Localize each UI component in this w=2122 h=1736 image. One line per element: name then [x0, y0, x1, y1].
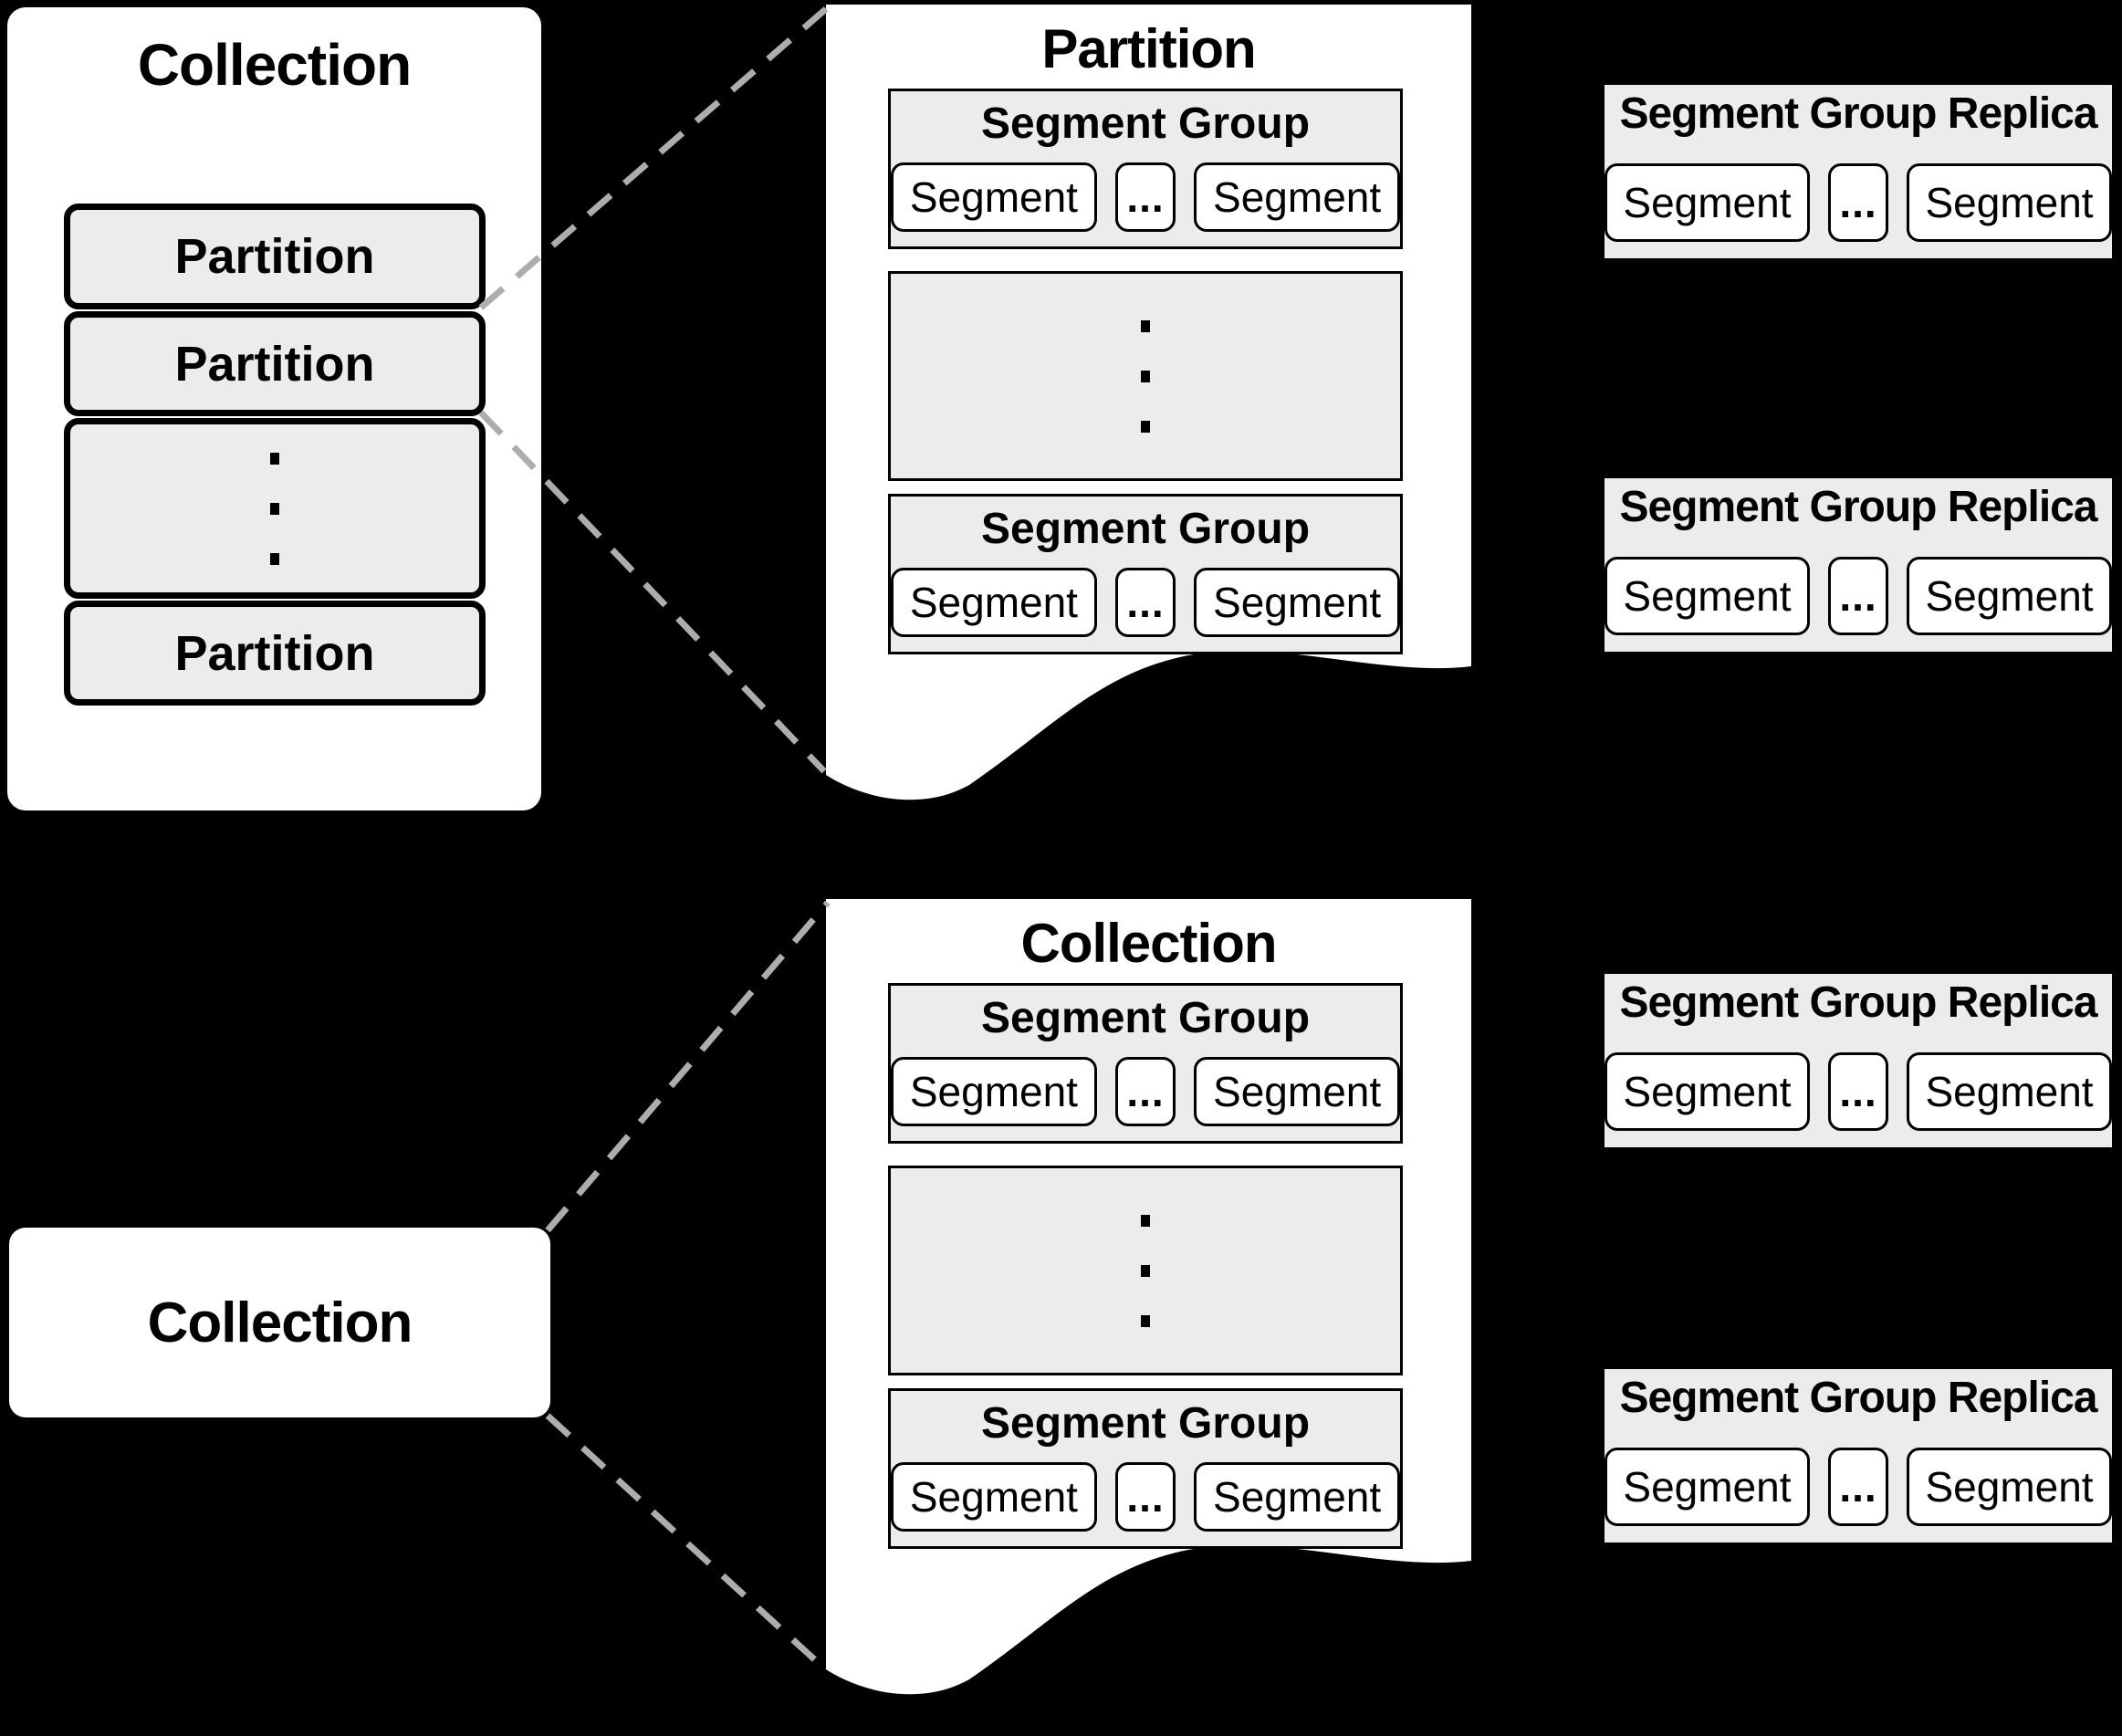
- segment-row: Segment ... Segment: [1605, 163, 2112, 242]
- segment-chip: Segment: [1194, 1057, 1400, 1126]
- segment-group-title: Segment Group: [980, 505, 1311, 553]
- segment-chip: Segment: [1907, 163, 2112, 242]
- ellipsis-chip: ...: [1114, 1057, 1176, 1126]
- segment-chip: Segment: [891, 1462, 1097, 1532]
- partition-label: Partition: [174, 336, 375, 392]
- partition-row: Partition: [64, 311, 486, 416]
- segment-chip: Segment: [1907, 1052, 2112, 1131]
- vertical-ellipsis-icon: [270, 452, 279, 565]
- ellipsis-chip: ...: [1114, 1462, 1176, 1532]
- partition-label: Partition: [174, 229, 375, 284]
- collection-overview-title: Collection: [137, 32, 412, 98]
- collection-zoom-source-box: Collection: [9, 1228, 550, 1417]
- segment-group-replica-box: Segment Group Replica Segment ... Segmen…: [1602, 971, 2115, 1150]
- partition-row: Partition: [64, 204, 486, 309]
- replica-title: Segment Group Replica: [1619, 483, 2097, 531]
- collection-overview-box: Collection Partition Partition Partition: [7, 7, 541, 810]
- segment-group-ellipsis-panel: [888, 1166, 1403, 1375]
- segment-row: Segment ... Segment: [891, 568, 1400, 637]
- segment-chip: Segment: [1605, 1052, 1810, 1131]
- segment-chip: Segment: [891, 1057, 1097, 1126]
- ellipsis-chip: ...: [1827, 1052, 1889, 1131]
- segment-group-box: Segment Group Segment ... Segment: [888, 494, 1403, 654]
- collection-doc: Collection Segment Group Segment ... Seg…: [826, 899, 1471, 1711]
- ellipsis-chip: ...: [1114, 162, 1176, 232]
- replica-title: Segment Group Replica: [1619, 978, 2097, 1027]
- segment-group-replica-box: Segment Group Replica Segment ... Segmen…: [1602, 1366, 2115, 1545]
- segment-chip: Segment: [891, 162, 1097, 232]
- segment-chip: Segment: [1907, 1448, 2112, 1526]
- segment-group-box: Segment Group Segment ... Segment: [888, 89, 1403, 249]
- segment-group-title: Segment Group: [980, 1399, 1311, 1448]
- collection-zoom-source-title: Collection: [147, 1291, 413, 1354]
- partition-row: Partition: [64, 601, 486, 706]
- segment-row: Segment ... Segment: [1605, 1448, 2112, 1526]
- segment-group-title: Segment Group: [980, 99, 1311, 148]
- partition-ellipsis-row: [64, 418, 486, 599]
- segment-group-ellipsis-panel: [888, 271, 1403, 481]
- segment-group-box: Segment Group Segment ... Segment: [888, 1388, 1403, 1549]
- ellipsis-chip: ...: [1827, 1448, 1889, 1526]
- segment-row: Segment ... Segment: [891, 1057, 1400, 1126]
- replica-title: Segment Group Replica: [1619, 89, 2097, 138]
- ellipsis-chip: ...: [1114, 568, 1176, 637]
- segment-group-replica-box: Segment Group Replica Segment ... Segmen…: [1602, 476, 2115, 654]
- segment-row: Segment ... Segment: [891, 1462, 1400, 1532]
- vertical-ellipsis-icon: [1141, 319, 1150, 433]
- ellipsis-chip: ...: [1827, 557, 1889, 635]
- segment-chip: Segment: [891, 568, 1097, 637]
- partition-doc: Partition Segment Group Segment ... Segm…: [826, 5, 1471, 817]
- segment-group-box: Segment Group Segment ... Segment: [888, 983, 1403, 1144]
- segment-chip: Segment: [1605, 557, 1810, 635]
- segment-row: Segment ... Segment: [1605, 557, 2112, 635]
- segment-chip: Segment: [1194, 162, 1400, 232]
- segment-chip: Segment: [1194, 568, 1400, 637]
- segment-group-replica-box: Segment Group Replica Segment ... Segmen…: [1602, 82, 2115, 261]
- vertical-ellipsis-icon: [1141, 1214, 1150, 1327]
- segment-row: Segment ... Segment: [1605, 1052, 2112, 1131]
- segment-chip: Segment: [1605, 163, 1810, 242]
- collection-doc-title: Collection: [1020, 913, 1277, 974]
- segment-group-title: Segment Group: [980, 994, 1311, 1042]
- partition-doc-title: Partition: [1041, 18, 1256, 79]
- replica-title: Segment Group Replica: [1619, 1374, 2097, 1422]
- segment-row: Segment ... Segment: [891, 162, 1400, 232]
- segment-chip: Segment: [1605, 1448, 1810, 1526]
- ellipsis-chip: ...: [1827, 163, 1889, 242]
- segment-chip: Segment: [1907, 557, 2112, 635]
- partition-label: Partition: [174, 625, 375, 681]
- segment-chip: Segment: [1194, 1462, 1400, 1532]
